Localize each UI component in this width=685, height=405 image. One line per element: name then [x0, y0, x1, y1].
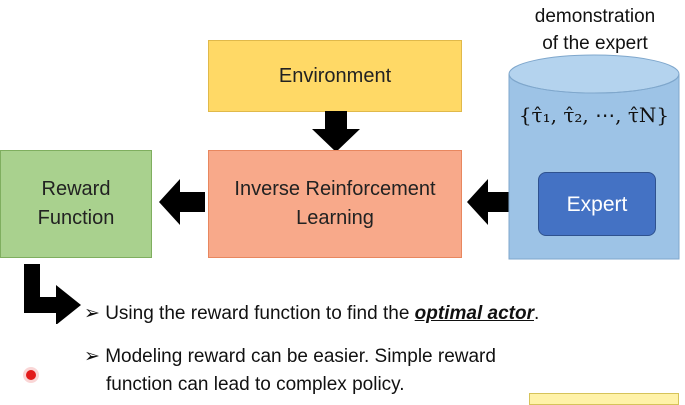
environment-label: Environment — [278, 64, 392, 87]
pointer-dot — [26, 370, 36, 380]
irl-label-line1: Inverse Reinforcement — [234, 178, 436, 200]
trajectory-set: {τ̂₁, τ̂₂, ⋯, τ̂N} — [518, 103, 670, 127]
reward-label-line1: Reward — [41, 178, 111, 200]
expert-label: Expert — [566, 192, 628, 216]
environment-node: Environment — [208, 40, 462, 112]
bullet-line2: function can lead to complex policy. — [106, 374, 405, 395]
reward-function-node: Reward Function — [0, 150, 152, 258]
demonstration-label-line2: of the expert — [542, 33, 648, 54]
bullet-emphasis: optimal actor — [414, 303, 534, 324]
watermark-bar — [529, 393, 679, 405]
arrow-environment-to-irl — [312, 111, 360, 152]
demonstration-label: demonstration of the expert — [508, 3, 682, 57]
bullet-modeling-reward: ➢ Modeling reward can be easier. Simple … — [84, 343, 496, 399]
bullet-line1: Modeling reward can be easier. Simple re… — [105, 346, 496, 367]
irl-node: Inverse Reinforcement Learning — [208, 150, 462, 258]
demonstration-label-line1: demonstration — [534, 6, 656, 27]
bullet-text-suffix: . — [533, 303, 540, 324]
bullet-marker: ➢ — [84, 303, 100, 324]
bullet-marker: ➢ — [84, 346, 100, 367]
bullet-text-prefix: Using the reward function to find the — [105, 303, 415, 324]
arrow-irl-to-reward — [159, 179, 205, 225]
irl-label-line2: Learning — [296, 207, 374, 229]
bullet-optimal-actor: ➢ Using the reward function to find the … — [84, 300, 539, 328]
reward-label-line2: Function — [37, 207, 115, 229]
arrow-reward-to-bullet — [24, 264, 81, 324]
expert-node: Expert — [538, 172, 656, 236]
arrow-expert-to-irl — [467, 179, 513, 225]
